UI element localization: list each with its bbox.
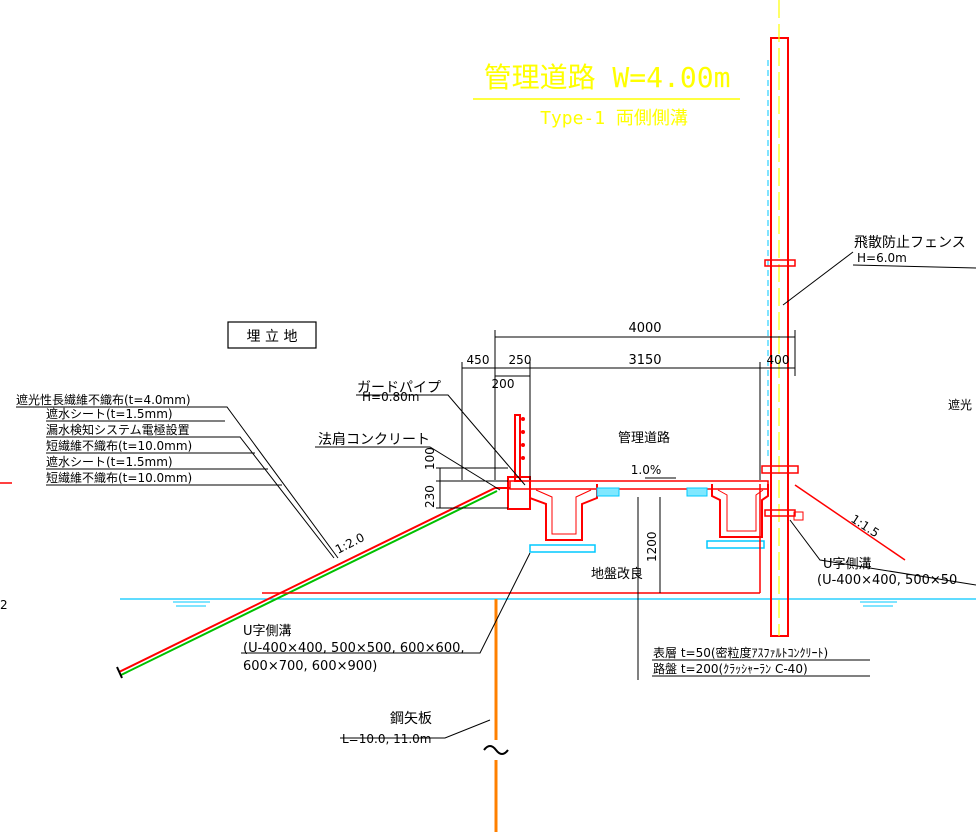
fence-band-1 (764, 259, 796, 267)
ditch-left-label: U字側溝 (243, 624, 292, 639)
u-ditch-left-base (529, 544, 596, 553)
u-ditch-right (711, 484, 769, 538)
dim-450: 450 (467, 353, 490, 367)
right-slope-ratio: 1:1.5 (848, 512, 881, 540)
embankment-slope-line (118, 487, 510, 673)
fence-height-label: H=6.0m (857, 251, 907, 265)
title-sub: Type-1 両側側溝 (540, 108, 688, 129)
liner-end-anchor (116, 666, 123, 679)
road-label: 管理道路 (618, 430, 670, 446)
water-level-mark-right (860, 601, 897, 607)
road-pavement (509, 480, 769, 490)
u-ditch-right-inner (717, 489, 764, 532)
sheet-pile-length: L=10.0, 11.0m (342, 732, 432, 746)
sheet-pile-label: 鋼矢板 (390, 711, 432, 727)
u-ditch-left (529, 484, 598, 541)
guard-pipe-height: H=0.80m (362, 390, 420, 404)
title-main: 管理道路 W=4.00m (484, 61, 731, 94)
leader-lines (16, 251, 976, 739)
ground-improvement-label: 地盤改良 (591, 566, 643, 582)
dim-100: 100 (423, 447, 437, 470)
surface-layer-label: 表層 t=50(密粒度ｱｽﾌｧﾙﾄｺﾝｸﾘｰﾄ) (653, 645, 828, 660)
liner-layers: 遮光性長繊維不織布(t=4.0mm) 遮水シート(t=1.5mm) 漏水検知シス… (16, 392, 192, 485)
dim-250: 250 (509, 353, 532, 367)
fence-band-3 (764, 509, 796, 517)
base-layer-label: 路盤 t=200(ｸﾗｯｼｬｰﾗﾝ C-40) (653, 661, 808, 676)
ditch-left-spec-2: 600×700, 600×900) (243, 659, 377, 674)
dim-230: 230 (423, 485, 437, 508)
dim-400: 400 (767, 353, 790, 367)
guard-pipe-label: ガードパイプ (357, 380, 441, 396)
ditch-right-label: U字側溝 (823, 557, 872, 572)
layer-item: 短繊維不織布(t=10.0mm) (46, 439, 192, 453)
water-level-mark-left (173, 601, 210, 607)
cut-left-label: 2 (0, 598, 8, 612)
dim-3150: 3150 (628, 353, 661, 368)
layer-item: 漏水検知システム電極設置 (46, 422, 190, 437)
dim-1200: 1200 (645, 531, 659, 562)
slope-percent-label: 1.0% (631, 463, 662, 477)
guard-pipe-rails (521, 417, 525, 460)
dim-200: 200 (492, 377, 515, 391)
shoulder-concrete-label: 法肩コンクリート (318, 432, 430, 448)
layer-item: 遮水シート(t=1.5mm) (46, 454, 173, 469)
landfill-box (227, 321, 317, 349)
u-ditch-right-cover (686, 487, 708, 497)
liner-sheet-line (120, 490, 498, 676)
fence-band-2 (761, 465, 799, 474)
sheet-pile-break-mark (483, 745, 509, 755)
layer-item: 遮光性長繊維不織布(t=4.0mm) (16, 392, 191, 407)
dimension-lines (436, 330, 796, 680)
cut-right-label: 遮光 (948, 397, 972, 412)
ditch-right-spec: (U-400×400, 500×50 (817, 573, 957, 588)
ditch-left-spec-1: (U-400×400, 500×500, 600×600, (243, 641, 465, 656)
layer-item: 短繊維不織布(t=10.0mm) (46, 471, 192, 485)
guard-pipe-post (514, 414, 521, 482)
u-ditch-left-cover (596, 487, 620, 497)
u-ditch-right-base (706, 540, 765, 549)
fence-label: 飛散防止フェンス (854, 235, 966, 251)
right-slope-line (794, 484, 906, 561)
landfill-label: 埋 立 地 (247, 329, 298, 345)
layer-item: 遮水シート(t=1.5mm) (46, 406, 173, 421)
dim-total: 4000 (628, 321, 661, 336)
u-ditch-left-inner (535, 489, 592, 535)
fence-bracket (793, 511, 804, 521)
